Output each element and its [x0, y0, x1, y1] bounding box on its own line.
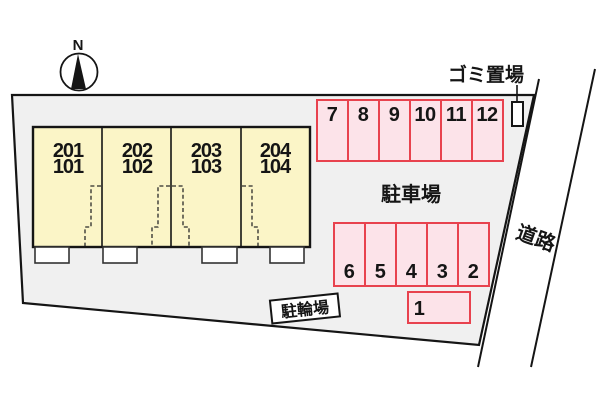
garbage-area: ゴミ置場 — [448, 63, 524, 127]
stair-dashed-path — [84, 185, 101, 246]
stair-dashed-path — [242, 185, 259, 246]
building: 201 101 202 102 203 103 204 104 — [31, 125, 312, 264]
parking-space-number: 12 — [476, 104, 498, 126]
unit-upper-number: 202 — [122, 140, 153, 162]
parking-row-middle — [333, 222, 490, 287]
parking-space — [316, 99, 349, 162]
parking-space — [409, 99, 442, 162]
parking-space-number: 9 — [389, 104, 400, 126]
parking-space-number: 6 — [344, 261, 355, 283]
road-label: 道路 — [513, 220, 560, 257]
entrance-porch — [34, 246, 70, 264]
garbage-bin — [511, 101, 524, 127]
parking-space-number: 11 — [446, 104, 467, 126]
compass: N — [59, 37, 99, 92]
parking-space — [471, 99, 504, 162]
parking-space-number: 5 — [375, 261, 386, 283]
parking-row-top-numbers: 7 8 9 10 11 12 — [327, 104, 499, 126]
road-edge-line-inner — [477, 78, 540, 368]
building-unit-2: 202 102 — [122, 140, 154, 178]
parking-space-number: 3 — [437, 261, 448, 283]
stair-dashed-path — [172, 185, 190, 246]
parking-space-number: 8 — [358, 104, 369, 126]
bicycle-parking-label: 駐輪場 — [280, 298, 330, 322]
unit-upper-number: 204 — [260, 140, 292, 162]
unit-lower-number: 104 — [260, 156, 292, 178]
entrance-porch — [201, 246, 238, 264]
parking-row-top — [316, 99, 504, 162]
building-unit-3: 203 103 — [191, 140, 223, 178]
parking-space-number: 4 — [406, 261, 418, 283]
bicycle-parking-sign: 駐輪場 — [268, 292, 342, 325]
unit-lower-number: 101 — [53, 156, 84, 178]
road-edge-line-outer — [530, 68, 596, 368]
parking-space-number: 1 — [414, 298, 425, 320]
building-unit-1: 201 101 — [53, 140, 85, 178]
stair-dashed-path — [151, 185, 170, 246]
garbage-area-label: ゴミ置場 — [448, 63, 524, 86]
unit-lower-number: 102 — [122, 156, 153, 178]
unit-lower-number: 103 — [191, 156, 222, 178]
bicycle-parking-sign-box — [268, 292, 342, 325]
compass-north-label: N — [73, 37, 84, 54]
entrance-porch — [269, 246, 305, 264]
parking-space — [347, 99, 380, 162]
parking-space — [333, 222, 366, 287]
parking-row-middle-numbers: 6 5 4 3 2 — [344, 261, 480, 283]
parking-space-number: 10 — [414, 104, 436, 126]
parking-space-1 — [407, 291, 471, 324]
parking-lot-label: 駐車場 — [381, 182, 441, 206]
north-arrow-icon — [71, 54, 86, 89]
unit-upper-number: 201 — [53, 140, 84, 162]
parking-space-number: 7 — [327, 104, 338, 126]
unit-upper-number: 203 — [191, 140, 222, 162]
entrance-porch — [102, 246, 138, 264]
building-unit-4: 204 104 — [260, 140, 293, 178]
parking-space — [378, 99, 411, 162]
parking-space-number: 2 — [468, 261, 479, 283]
parking-space — [457, 222, 490, 287]
